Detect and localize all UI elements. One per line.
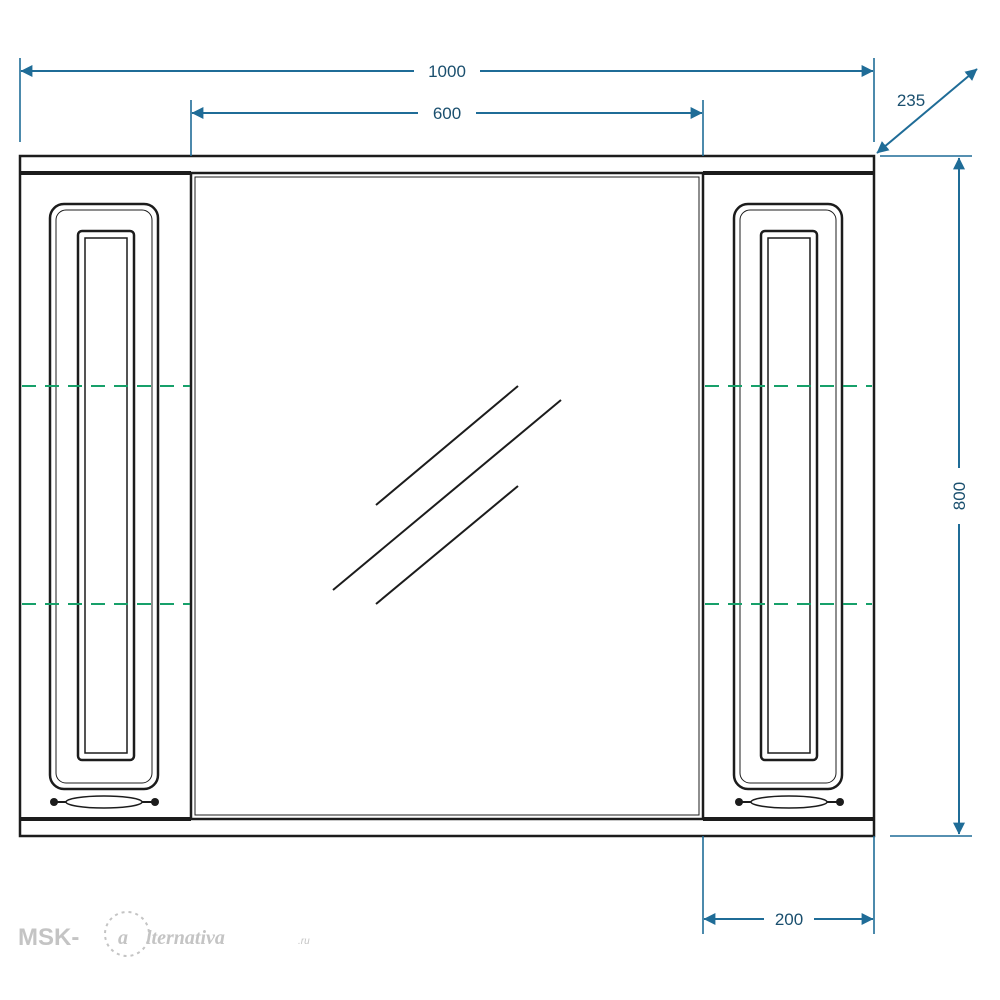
overall-width-label: 1000 — [428, 62, 466, 81]
dimension-depth: 235 — [876, 68, 978, 154]
side-cabinet-width-label: 200 — [775, 910, 803, 929]
right-cabinet-door — [732, 202, 844, 791]
watermark-logo: MSK- a lternativa .ru — [18, 911, 310, 957]
svg-text:a: a — [118, 927, 128, 949]
svg-text:MSK-: MSK- — [18, 924, 79, 951]
dimension-height: 800 — [950, 157, 969, 835]
dimension-mirror-width: 600 — [191, 104, 703, 123]
svg-text:.ru: .ru — [298, 936, 310, 947]
left-door-handle — [50, 795, 159, 809]
extension-lines — [19, 58, 972, 934]
depth-label: 235 — [897, 91, 925, 110]
mirror-panel — [189, 171, 705, 821]
right-door-handle — [735, 795, 844, 809]
dimension-overall-width: 1000 — [20, 62, 874, 81]
height-label: 800 — [950, 482, 969, 510]
cabinet-body — [18, 154, 876, 838]
mirror-width-label: 600 — [433, 104, 461, 123]
shelf-lines — [22, 385, 872, 605]
dimension-side-cabinet-width: 200 — [703, 910, 874, 929]
left-cabinet-door — [48, 202, 160, 791]
svg-text:lternativa: lternativa — [146, 927, 225, 949]
